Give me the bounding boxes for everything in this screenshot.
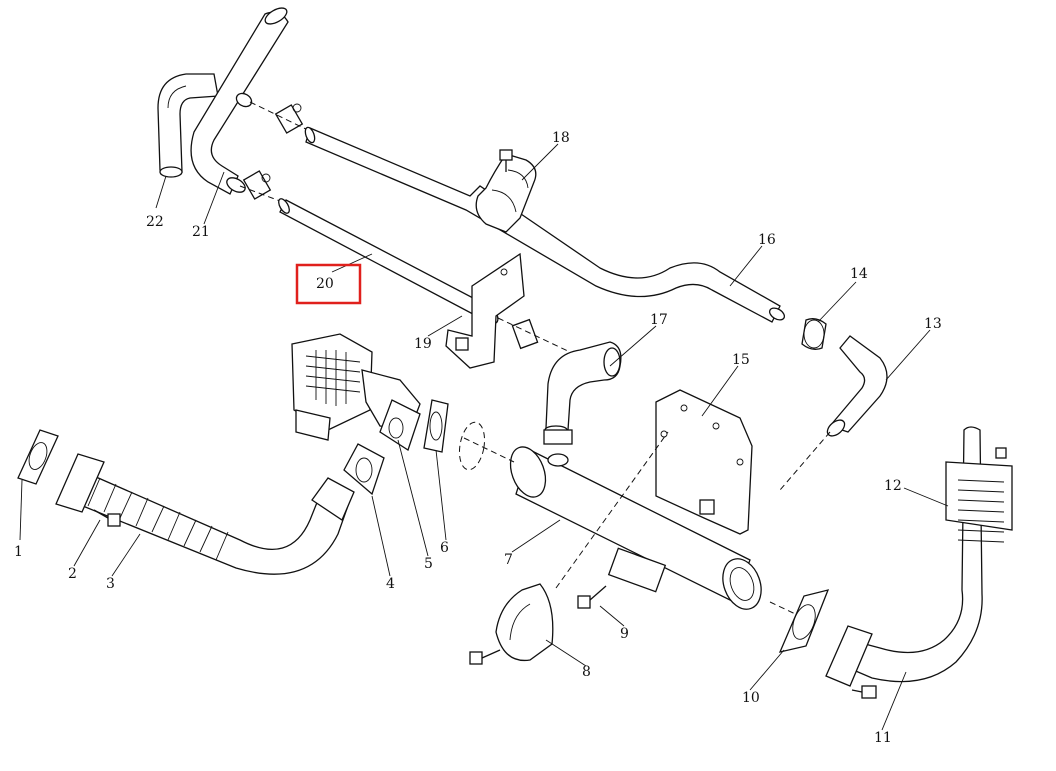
part-14-hose-clamp <box>801 318 827 350</box>
assembly-line <box>779 431 831 491</box>
part-16-water-pipe <box>304 126 786 323</box>
part-label-3: 3 <box>106 576 115 592</box>
part-label-10: 10 <box>742 690 760 706</box>
assembly-line <box>497 317 571 353</box>
part-label-20: 20 <box>316 276 334 292</box>
leader-lines <box>19 143 949 731</box>
hose-clamp-lower <box>242 170 272 200</box>
part-21-bent-hose <box>190 7 289 195</box>
part-1-flange-gasket <box>17 429 59 485</box>
part-8-band-clamp <box>469 583 554 665</box>
part-10-gasket <box>778 589 830 653</box>
part-label-13: 13 <box>924 316 942 332</box>
part-18-pipe-clamp <box>475 149 537 233</box>
part-label-9: 9 <box>620 626 629 642</box>
part-11-outlet-pipe <box>825 426 983 699</box>
part-label-18: 18 <box>552 130 570 146</box>
part-20-straight-pipe <box>278 198 499 325</box>
part-20-highlight-box <box>295 263 362 305</box>
part-label-1: 1 <box>14 544 23 560</box>
part-label-21: 21 <box>192 224 210 240</box>
part-label-14: 14 <box>850 266 868 282</box>
assembly-line <box>249 101 313 133</box>
assembly-line <box>463 437 515 463</box>
part-label-17: 17 <box>650 312 668 328</box>
part-label-12: 12 <box>884 478 902 494</box>
hose-clamp-middle <box>511 318 539 350</box>
part-label-6: 6 <box>440 540 449 556</box>
part-label-22: 22 <box>146 214 164 230</box>
part-label-15: 15 <box>732 352 750 368</box>
part-2-bolt <box>93 509 121 527</box>
part-9-bolt <box>577 585 607 609</box>
part-19-bracket <box>445 252 525 369</box>
part-3-corrugated-pipe <box>55 453 355 575</box>
part-label-2: 2 <box>68 566 77 582</box>
part-17-elbow-hose <box>543 341 622 445</box>
part-7-egr-cooler <box>509 446 762 610</box>
hose-clamp-upper <box>274 103 304 134</box>
part-label-4: 4 <box>386 576 395 592</box>
part-label-8: 8 <box>582 664 591 680</box>
assembly-line <box>555 431 669 589</box>
valve-gasket <box>458 421 486 471</box>
part-label-16: 16 <box>758 232 776 248</box>
part-4-gasket <box>343 443 385 496</box>
part-label-7: 7 <box>504 552 513 568</box>
part-15-mounting-bracket <box>655 389 753 535</box>
egr-valve-actuator <box>291 333 421 441</box>
part-label-19: 19 <box>414 336 432 352</box>
part-13-short-hose <box>826 335 888 437</box>
part-12-bellows <box>945 447 1013 543</box>
part-label-11: 11 <box>874 730 892 746</box>
part-5-valve-body <box>379 399 421 451</box>
part-6-valve-flange <box>423 399 449 453</box>
part-label-5: 5 <box>424 556 433 572</box>
